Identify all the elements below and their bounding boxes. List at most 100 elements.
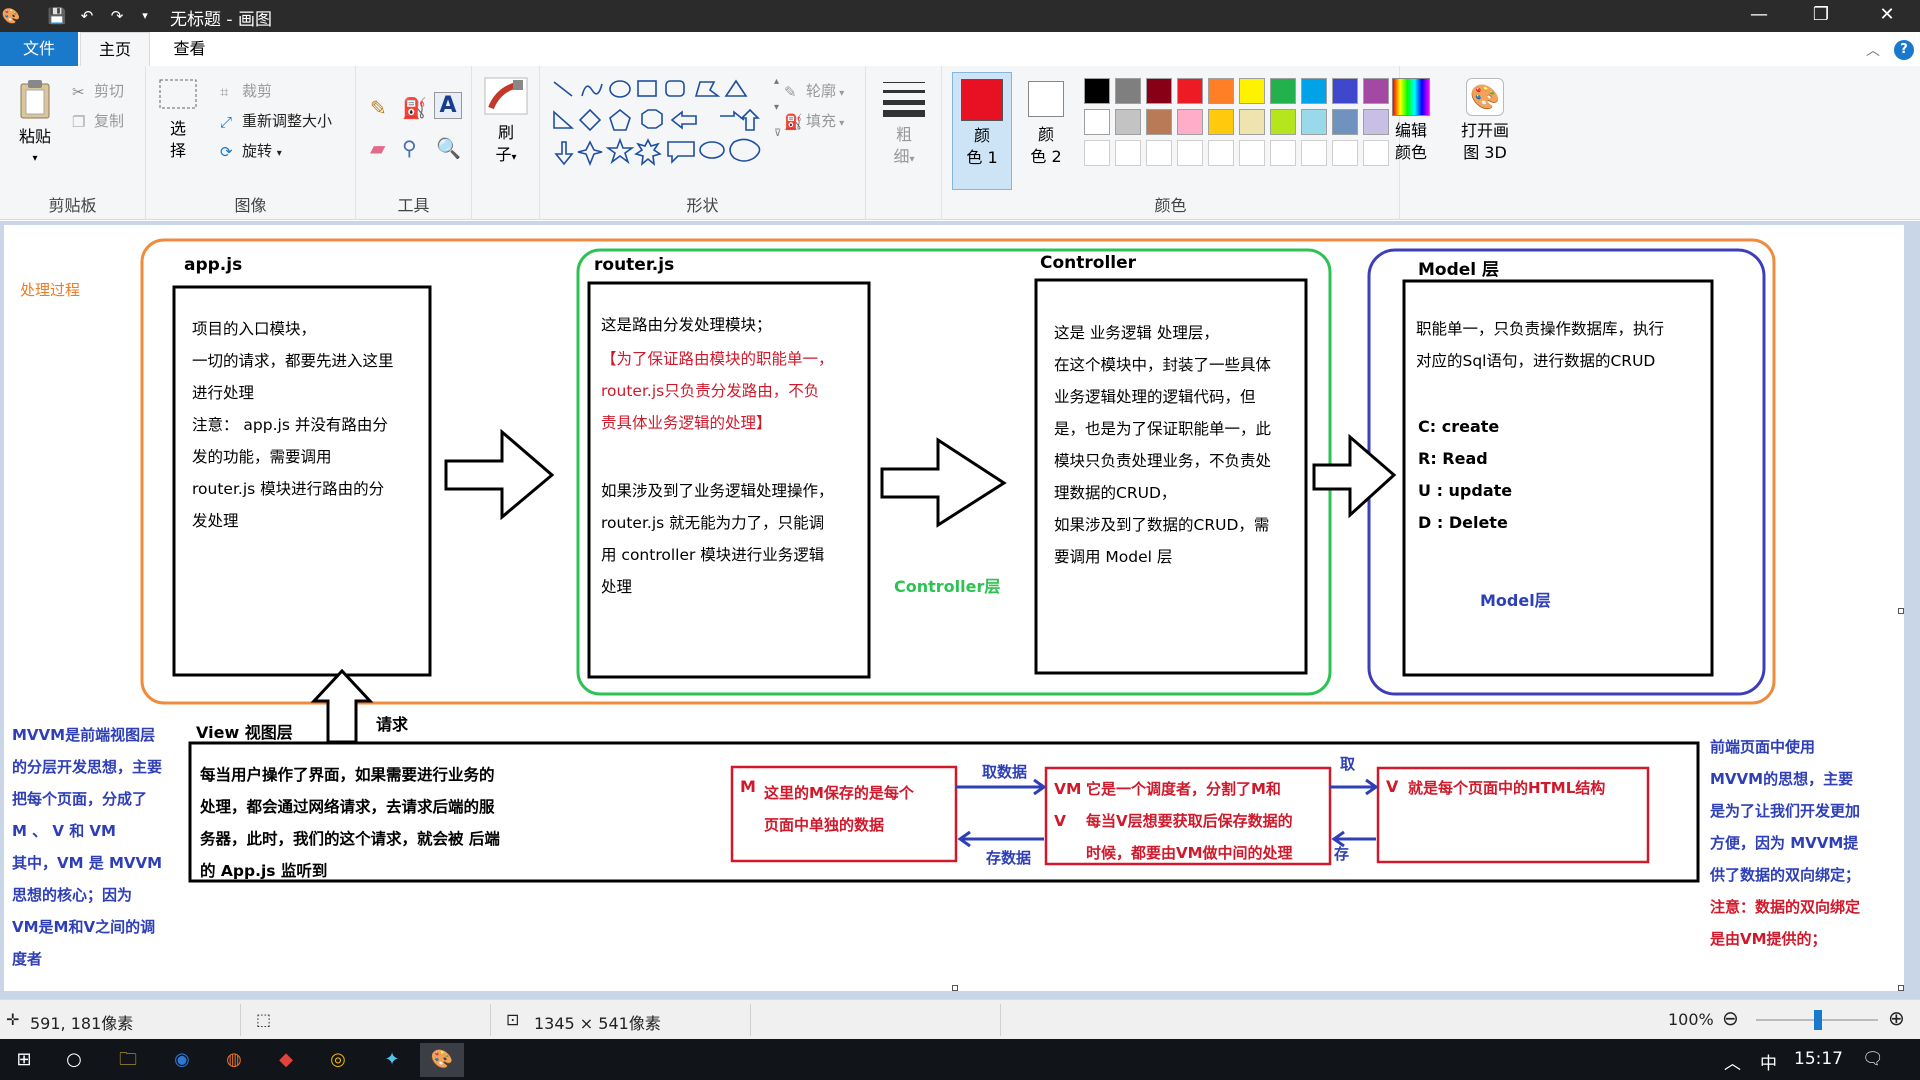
tab-view[interactable]: 查看 — [173, 39, 206, 58]
custom-color-slot[interactable] — [1301, 140, 1327, 166]
custom-color-slot[interactable] — [1270, 140, 1296, 166]
eraser-icon[interactable]: ▰ — [370, 136, 386, 160]
shapes-expand-icon[interactable]: ⊽ — [774, 128, 782, 139]
palette-swatch[interactable] — [1115, 78, 1141, 104]
fill-button[interactable]: ⛽填充 ▾ — [784, 112, 845, 131]
palette-swatch[interactable] — [1363, 109, 1389, 135]
mvvm-left-note: MVVM是前端视图层 的分层开发思想，主要 把每个页面，分成了 M 、 V 和 … — [12, 726, 163, 968]
text-tool-icon[interactable]: A — [434, 92, 462, 119]
fill-icon: ⛽ — [784, 112, 803, 131]
copy-button[interactable]: ❐复制 — [72, 110, 124, 131]
clock[interactable]: 15:17 — [1794, 1049, 1843, 1069]
pencil-icon[interactable]: ✎ — [370, 96, 387, 120]
palette-swatch[interactable] — [1332, 109, 1358, 135]
zoom-in-icon[interactable]: ⊕ — [1888, 1006, 1905, 1030]
edit-colors-button[interactable]: 编辑 颜色 — [1376, 78, 1446, 164]
custom-color-slot[interactable] — [1239, 140, 1265, 166]
fill-label: 填充 — [806, 112, 837, 130]
search-icon[interactable]: ○ — [66, 1049, 82, 1070]
tab-file[interactable]: 文件 — [0, 32, 78, 66]
drawing-canvas[interactable]: 处理过程 app.js 项目的入口模块， 一切的请求，都要先进入这里 进行处理 … — [4, 225, 1904, 991]
size-button[interactable]: 粗 细▾ — [880, 78, 928, 171]
custom-color-slot[interactable] — [1115, 140, 1141, 166]
resize-button[interactable]: ⤢重新调整大小 — [220, 110, 332, 131]
shapes-scroll-up-icon[interactable]: ▴ — [774, 76, 780, 87]
palette-swatch[interactable] — [1084, 109, 1110, 135]
color2-button[interactable]: 颜 色 2 — [1016, 72, 1076, 190]
ime-indicator[interactable]: 中 — [1760, 1054, 1777, 1074]
close-button[interactable]: ✕ — [1879, 4, 1895, 25]
collapse-ribbon-icon[interactable]: ︿ — [1866, 43, 1880, 59]
shapes-gallery[interactable] — [550, 78, 770, 174]
arrow-router-to-controller — [880, 437, 1007, 528]
paste-button[interactable]: 粘贴 ▾ — [10, 78, 60, 170]
tray-expand-icon[interactable]: ︿ — [1724, 1054, 1741, 1074]
palette-swatch[interactable] — [1301, 78, 1327, 104]
window-title: 无标题 - 画图 — [170, 10, 272, 30]
color1-button[interactable]: 颜 色 1 — [952, 72, 1012, 190]
zoom-out-icon[interactable]: ⊖ — [1722, 1006, 1739, 1030]
cut-button[interactable]: ✂剪切 — [72, 80, 124, 101]
crop-button[interactable]: ⌗裁剪 — [220, 80, 272, 101]
palette-swatch[interactable] — [1270, 109, 1296, 135]
palette-swatch[interactable] — [1239, 78, 1265, 104]
file-explorer-icon[interactable]: 🗀 — [119, 1049, 137, 1070]
fill-bucket-icon[interactable]: ⛽ — [402, 96, 427, 120]
undo-icon[interactable]: ↶ — [80, 7, 94, 25]
custom-color-slot[interactable] — [1146, 140, 1172, 166]
edge-browser-icon[interactable]: ◉ — [174, 1049, 190, 1070]
canvas-resize-handle-right[interactable] — [1898, 608, 1904, 614]
palette-swatch[interactable] — [1146, 78, 1172, 104]
resize-label: 重新调整大小 — [242, 112, 333, 130]
shapes-scroll-down-icon[interactable]: ▾ — [774, 102, 780, 113]
save-icon[interactable]: 💾 — [47, 7, 67, 25]
custom-color-slot[interactable] — [1363, 140, 1389, 166]
chrome-icon[interactable]: ◎ — [330, 1049, 346, 1070]
redo-icon[interactable]: ↷ — [110, 7, 124, 25]
app-icon[interactable]: ◆ — [279, 1049, 293, 1070]
custom-color-slot[interactable] — [1177, 140, 1203, 166]
notification-icon[interactable]: 🗨 — [1862, 1049, 1884, 1069]
palette-swatch[interactable] — [1270, 78, 1296, 104]
edit-colors-label-1: 编辑 — [1394, 121, 1427, 140]
palette-swatch[interactable] — [1208, 78, 1234, 104]
color-picker-icon[interactable]: ⚲ — [402, 136, 417, 160]
firefox-icon[interactable]: ◍ — [226, 1049, 242, 1070]
restore-button[interactable]: ❐ — [1812, 4, 1830, 25]
windows-start-icon[interactable]: ⊞ — [16, 1049, 32, 1070]
canvas-size: 1345 × 541像素 — [534, 1014, 661, 1033]
custom-color-slot[interactable] — [1208, 140, 1234, 166]
brushes-button[interactable]: 刷 子▾ — [482, 76, 530, 169]
outline-button[interactable]: ✎轮廓 ▾ — [784, 82, 845, 101]
palette-swatch[interactable] — [1239, 109, 1265, 135]
rotate-button[interactable]: ⟳旋转 ▾ — [220, 140, 282, 161]
select-rectangle-icon — [159, 79, 197, 109]
diagram-drawing — [140, 238, 1776, 883]
color1-label-1: 颜 — [973, 126, 990, 145]
palette-swatch[interactable] — [1363, 78, 1389, 104]
palette-swatch[interactable] — [1084, 78, 1110, 104]
palette-swatch[interactable] — [1177, 109, 1203, 135]
customize-quick-access-icon[interactable]: ▾ — [142, 9, 148, 22]
magnifier-icon[interactable]: 🔍 — [436, 136, 461, 160]
paint-taskbar-icon[interactable]: 🎨 — [420, 1043, 464, 1077]
palette-swatch[interactable] — [1115, 109, 1141, 135]
minimize-button[interactable]: — — [1750, 4, 1768, 25]
canvas-resize-handle-corner[interactable] — [1898, 985, 1904, 991]
custom-color-slot[interactable] — [1332, 140, 1358, 166]
open-paint3d-button[interactable]: 🎨 打开画 图 3D — [1448, 78, 1522, 164]
zoom-slider-thumb[interactable] — [1814, 1010, 1822, 1030]
palette-swatch[interactable] — [1177, 78, 1203, 104]
select-button[interactable]: 选 择 — [158, 76, 198, 162]
fetch-data-label: 取数据 — [982, 763, 1028, 781]
help-icon[interactable]: ? — [1894, 40, 1914, 60]
palette-swatch[interactable] — [1146, 109, 1172, 135]
app2-icon[interactable]: ✦ — [384, 1049, 400, 1070]
palette-swatch[interactable] — [1332, 78, 1358, 104]
palette-swatch[interactable] — [1301, 109, 1327, 135]
canvas-resize-handle-bottom[interactable] — [952, 985, 958, 991]
tab-home[interactable]: 主页 — [80, 32, 150, 66]
palette-swatch[interactable] — [1208, 109, 1234, 135]
model-crud: C: create R: Read U : update D : Delete — [1418, 417, 1513, 532]
custom-color-slot[interactable] — [1084, 140, 1110, 166]
